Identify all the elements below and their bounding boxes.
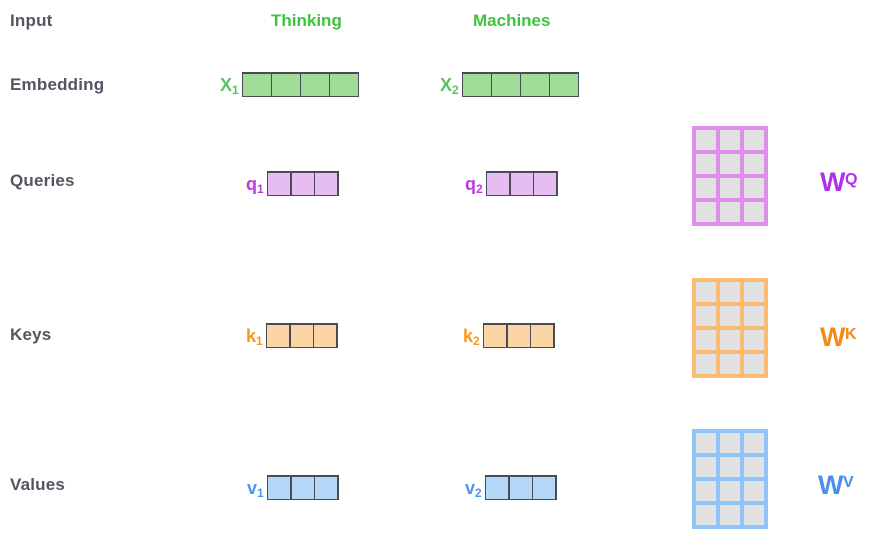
embedding-cell: [272, 73, 300, 96]
k2-label: k2: [463, 325, 480, 348]
key-cell: [314, 324, 337, 347]
embedding-cell: [301, 73, 329, 96]
embedding-vector-x2: X2: [440, 71, 580, 98]
input-word-machines: Machines: [473, 11, 551, 30]
wv-matrix-cell: [696, 457, 716, 477]
v1-label: v1: [247, 477, 264, 500]
embedding-cell: [463, 73, 491, 96]
q1-cells: [266, 171, 339, 196]
wv-matrix-cell: [744, 457, 764, 477]
wv-matrix-cell: [720, 481, 740, 501]
x1-label: X1: [220, 74, 239, 97]
wq-matrix-cell: [720, 178, 740, 198]
embedding-cell: [330, 73, 358, 96]
wv-matrix-cell: [744, 433, 764, 453]
q1-label: q1: [246, 173, 264, 196]
wq-matrix-cell: [696, 202, 716, 222]
key-vector-k2: k2: [463, 322, 555, 349]
wq-matrix-cell: [720, 154, 740, 174]
wk-matrix-cell: [744, 282, 764, 302]
value-cell: [533, 476, 556, 499]
row-label-keys: Keys: [10, 325, 52, 344]
wv-matrix-cell: [720, 457, 740, 477]
key-cell: [290, 324, 313, 347]
wq-matrix-cell: [696, 154, 716, 174]
k2-cells: [482, 323, 555, 348]
embedding-cell: [521, 73, 549, 96]
value-cell: [291, 476, 314, 499]
wk-matrix-cell: [720, 330, 740, 350]
wq-matrix-cell: [720, 202, 740, 222]
wv-matrix-cell: [720, 505, 740, 525]
wk-weight-matrix: [692, 278, 768, 378]
wq-weight-matrix: [692, 126, 768, 226]
value-cell: [509, 476, 532, 499]
wq-matrix-cell: [720, 130, 740, 150]
row-label-embedding: Embedding: [10, 75, 105, 94]
wk-matrix-cell: [696, 330, 716, 350]
key-cell: [531, 324, 554, 347]
wk-matrix-cell: [744, 306, 764, 326]
key-cell: [507, 324, 530, 347]
key-vector-k1: k1: [246, 322, 338, 349]
k1-cells: [265, 323, 338, 348]
key-cell: [267, 324, 290, 347]
wk-matrix-cell: [696, 282, 716, 302]
query-vector-q1: q1: [246, 170, 339, 197]
x2-cells: [461, 72, 580, 97]
value-cell: [315, 476, 338, 499]
input-word-thinking: Thinking: [271, 11, 342, 30]
wq-matrix-cell: [744, 154, 764, 174]
row-label-values: Values: [10, 475, 66, 494]
wq-matrix-cell: [744, 130, 764, 150]
q2-label: q2: [465, 173, 483, 196]
v1-cells: [266, 475, 339, 500]
query-cell: [291, 172, 314, 195]
embedding-cell: [243, 73, 271, 96]
v2-label: v2: [465, 477, 482, 500]
wk-matrix-cell: [720, 354, 740, 374]
wv-matrix-cell: [744, 505, 764, 525]
row-label-queries: Queries: [10, 171, 75, 190]
embedding-cell: [550, 73, 578, 96]
query-vector-q2: q2: [465, 170, 558, 197]
q2-cells: [485, 171, 558, 196]
v2-cells: [484, 475, 557, 500]
wk-matrix-cell: [696, 306, 716, 326]
wq-matrix-cell: [744, 178, 764, 198]
query-cell: [534, 172, 557, 195]
x2-label: X2: [440, 74, 459, 97]
query-cell: [315, 172, 338, 195]
wv-matrix-cell: [696, 481, 716, 501]
x1-cells: [241, 72, 360, 97]
wv-matrix-cell: [696, 433, 716, 453]
wv-matrix-cell: [744, 481, 764, 501]
row-label-input: Input: [10, 11, 53, 30]
wk-matrix-cell: [744, 330, 764, 350]
query-cell: [487, 172, 510, 195]
wv-matrix-cell: [696, 505, 716, 525]
value-cell: [268, 476, 291, 499]
k1-label: k1: [246, 325, 263, 348]
value-vector-v2: v2: [465, 474, 557, 501]
wk-matrix-cell: [720, 306, 740, 326]
wv-label: WV: [818, 470, 854, 500]
wk-matrix-cell: [720, 282, 740, 302]
query-cell: [268, 172, 291, 195]
embedding-vector-x1: X1: [220, 71, 360, 98]
key-cell: [484, 324, 507, 347]
value-vector-v1: v1: [247, 474, 339, 501]
wq-matrix-cell: [696, 178, 716, 198]
embedding-cell: [492, 73, 520, 96]
wq-label: WQ: [820, 167, 858, 197]
query-cell: [510, 172, 533, 195]
wv-weight-matrix: [692, 429, 768, 529]
wk-matrix-cell: [744, 354, 764, 374]
value-cell: [486, 476, 509, 499]
wv-matrix-cell: [720, 433, 740, 453]
wk-matrix-cell: [696, 354, 716, 374]
wq-matrix-cell: [744, 202, 764, 222]
wk-label: WK: [820, 322, 857, 352]
wq-matrix-cell: [696, 130, 716, 150]
